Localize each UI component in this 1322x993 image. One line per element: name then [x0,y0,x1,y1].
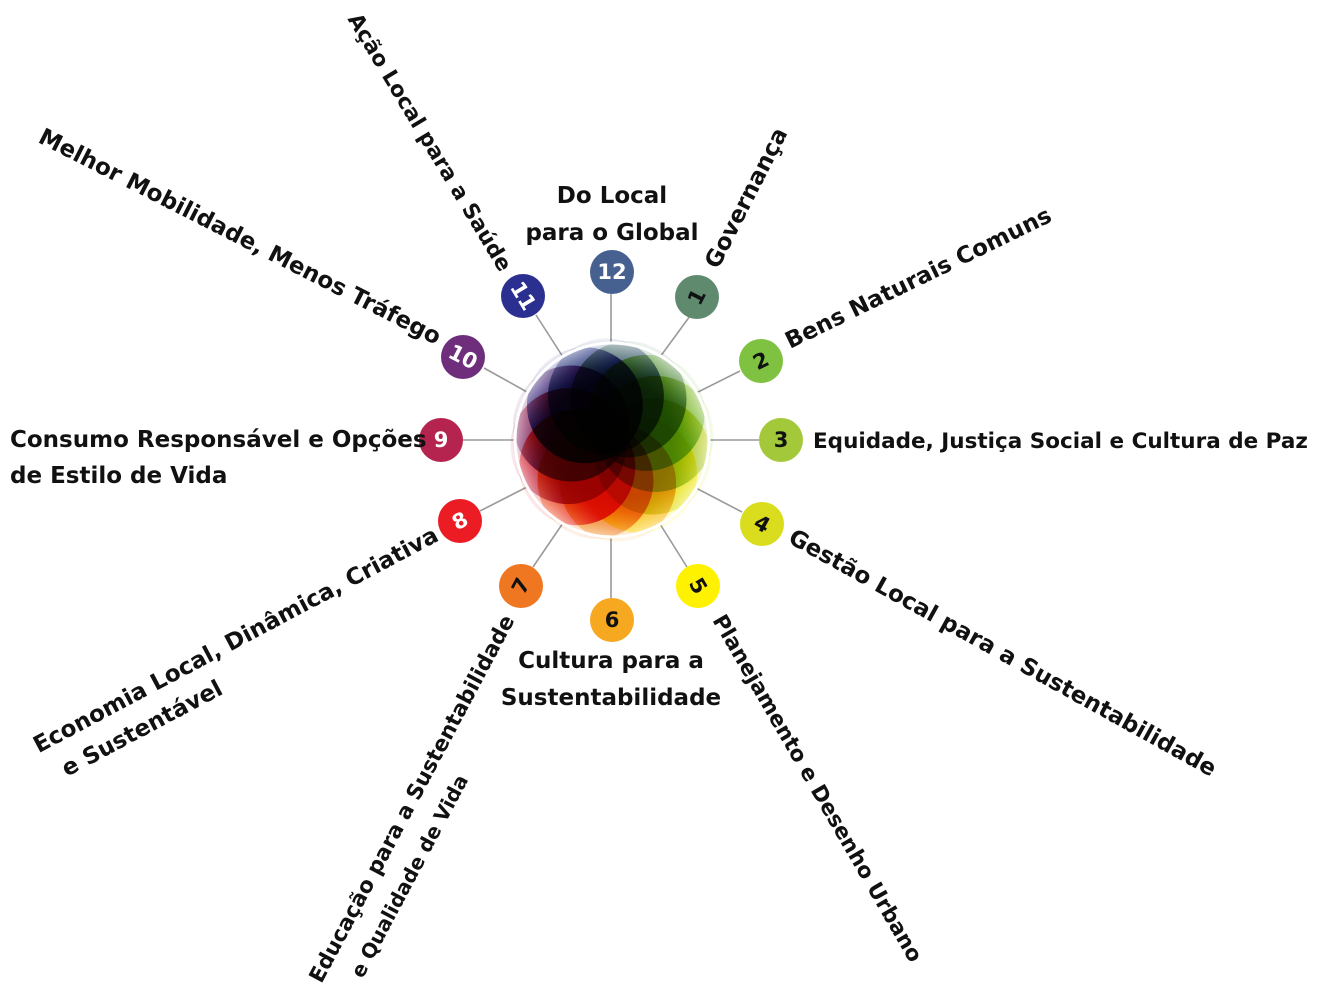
axis-label-line1: Consumo Responsável e Opções [10,427,427,453]
number-badge: 4 [740,502,784,546]
number-badge: 8 [438,499,482,543]
number-badge: 6 [590,598,634,642]
number-badge: 5 [676,564,720,608]
badge-circle [501,274,545,318]
connector-line [535,314,564,358]
badge-number: 6 [605,608,620,632]
badge-circle [676,564,720,608]
number-badge: 11 [501,274,545,318]
axis-label: Governança [700,124,793,273]
axis-label-line1: Planejamento e Desenho Urbano [707,611,927,967]
number-badge: 2 [739,339,783,383]
badge-number: 3 [774,428,789,452]
badge-circle [739,339,783,383]
axis-label-line1: Gestão Local para a Sustentabilidade [784,525,1220,783]
axis-label: Gestão Local para a Sustentabilidade [784,525,1220,783]
connector-line [659,523,688,568]
axis-label-line1: Melhor Mobilidade, Menos Tráfego [34,124,445,350]
axis-label-line1: Do Local [557,183,667,209]
connector-line [483,367,528,393]
badge-number: 9 [434,428,449,452]
color-wheel [510,338,714,542]
number-badge: 3 [759,418,803,462]
badge-circle [590,250,634,294]
connector-line [532,522,564,568]
axis-label: Cultura para a Sustentabilidade [501,648,721,711]
axis-label: Do Local para o Global [525,183,698,246]
axis-label-line2: de Estilo de Vida [10,463,227,489]
axis-label-line2: para o Global [525,220,698,246]
badge-circle [499,564,543,608]
number-badge: 12 [590,250,634,294]
wheel-petal [547,338,664,455]
number-badge: 7 [499,564,543,608]
badge-circle [590,598,634,642]
axis-label-line1: Equidade, Justiça Social e Cultura de Pa… [813,429,1308,454]
number-badge: 9 [419,418,463,462]
axis-label-line1: Ação Local para a Saúde [342,9,516,276]
badge-circle [740,502,784,546]
badge-circle [759,418,803,462]
axis-label: Equidade, Justiça Social e Cultura de Pa… [813,429,1308,454]
wheel-rim [513,341,711,539]
axis-label: Melhor Mobilidade, Menos Tráfego [34,124,445,350]
axis-label: Planejamento e Desenho Urbano [707,611,927,967]
connector-line [695,370,741,394]
axis-label: Bens Naturais Comuns [781,203,1056,355]
badge-circle [441,335,485,379]
axis-label-line1: Economia Local, Dinâmica, Criativa [29,522,443,758]
axis-label-line2: Sustentabilidade [501,685,721,711]
number-badge: 10 [441,335,485,379]
connector-line [695,487,743,513]
connector-lines [463,294,759,598]
connector-line [659,315,691,358]
badge-circle [438,499,482,543]
axis-label-line1: Educação para a Sustentabilidade [305,611,521,987]
badge-circle [675,275,719,319]
badge-number: 12 [597,260,626,284]
number-badge: 1 [675,275,719,319]
badge-circle [419,418,463,462]
axis-label: Ação Local para a Saúde [342,9,516,276]
connector-line [479,486,528,512]
axis-label-line1: Bens Naturais Comuns [781,203,1056,355]
axis-label-line1: Governança [700,124,793,273]
axis-label-line1: Cultura para a [518,648,704,674]
axis-label: Consumo Responsável e Opções de Estilo de… [10,427,427,489]
